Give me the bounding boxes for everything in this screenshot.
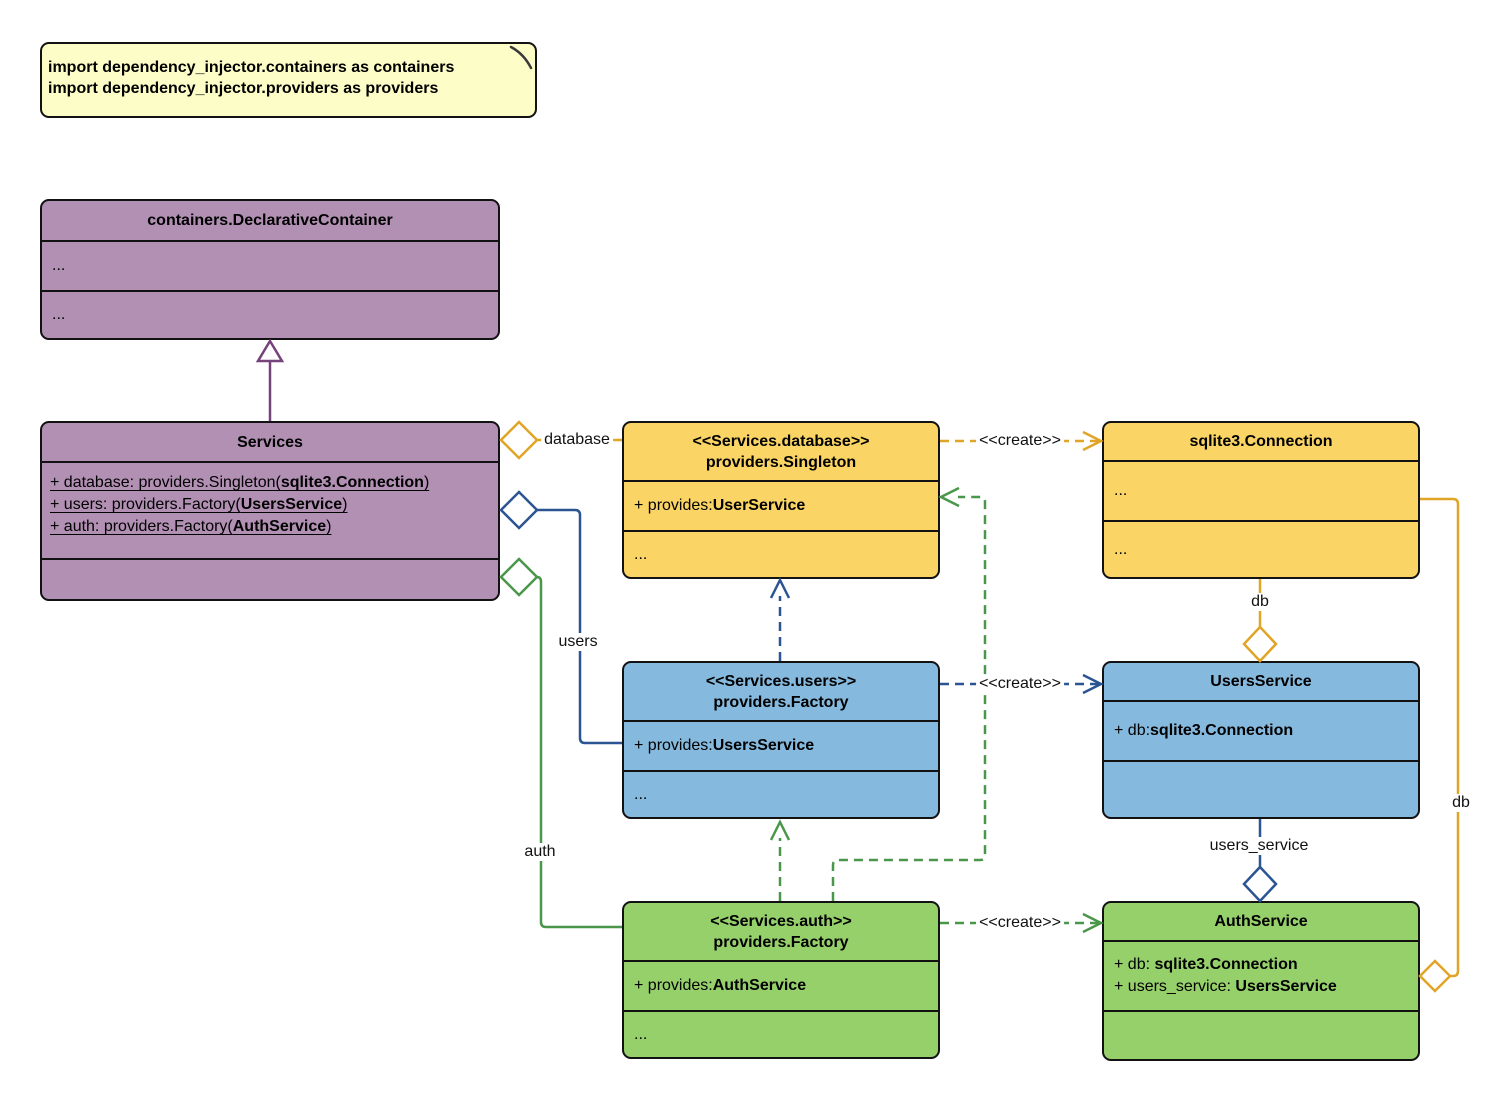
edge-label-database: database: [541, 431, 613, 449]
auth-factory-stereotype: <<Services.auth>>: [710, 912, 852, 930]
auth-factory-more: ...: [624, 1010, 938, 1057]
services-attr-auth: + auth: providers.Factory(AuthService): [50, 518, 332, 535]
auth-service-attributes: + db: sqlite3.Connection + users_service…: [1104, 940, 1418, 1010]
aggregation-users: [499, 490, 622, 745]
edge-label-create-users: <<create>>: [976, 675, 1064, 693]
note-line-2: import dependency_injector.providers as …: [48, 80, 439, 97]
database-singleton-more: ...: [624, 530, 938, 577]
aggregation-users-service: [1242, 819, 1278, 903]
edge-label-db-right: db: [1449, 794, 1473, 812]
class-users-factory-title: <<Services.users>> providers.Factory: [624, 663, 938, 720]
services-attr-database: + database: providers.Singleton(sqlite3.…: [50, 474, 430, 491]
class-auth-factory: <<Services.auth>> providers.Factory + pr…: [622, 901, 940, 1059]
class-auth-factory-title: <<Services.auth>> providers.Factory: [624, 903, 938, 960]
class-services: Services + database: providers.Singleton…: [40, 421, 500, 601]
class-users-factory: <<Services.users>> providers.Factory + p…: [622, 661, 940, 819]
edge-label-users-service: users_service: [1206, 837, 1312, 855]
services-attr-users: + users: providers.Factory(UsersService): [50, 496, 348, 513]
note-imports: import dependency_injector.containers as…: [40, 42, 537, 118]
edge-label-db: db: [1248, 593, 1272, 611]
note-line-1: import dependency_injector.containers as…: [48, 59, 455, 76]
class-services-empty-section: [42, 558, 498, 599]
edge-label-users: users: [555, 633, 601, 651]
sqlite3-connection-section-2: ...: [1104, 520, 1418, 577]
edge-label-create-database: <<create>>: [976, 432, 1064, 450]
database-singleton-stereotype: <<Services.database>>: [692, 432, 870, 450]
auth-service-attr-db: + db: sqlite3.Connection: [1114, 956, 1298, 973]
class-services-attributes: + database: providers.Singleton(sqlite3.…: [42, 461, 498, 558]
sqlite3-connection-section-1: ...: [1104, 460, 1418, 520]
class-database-singleton: <<Services.database>> providers.Singleto…: [622, 421, 940, 579]
edge-label-auth: auth: [521, 843, 559, 861]
auth-factory-provides: + provides: AuthService: [624, 960, 938, 1010]
class-users-service-title: UsersService: [1210, 673, 1312, 690]
auth-service-empty-section: [1104, 1010, 1418, 1059]
users-factory-more: ...: [624, 770, 938, 817]
class-users-service: UsersService + db: sqlite3.Connection: [1102, 661, 1420, 819]
users-service-empty-section: [1104, 760, 1418, 817]
inheritance-arrow: [255, 338, 285, 421]
class-database-singleton-title: <<Services.database>> providers.Singleto…: [624, 423, 938, 480]
class-auth-service-title: AuthService: [1214, 913, 1308, 930]
users-factory-name: providers.Factory: [713, 693, 849, 711]
note-fold-icon: [509, 45, 533, 70]
class-services-title: Services: [237, 433, 303, 451]
database-singleton-name: providers.Singleton: [705, 453, 857, 471]
database-singleton-provides: + provides: UserService: [624, 480, 938, 530]
class-sqlite3-connection: sqlite3.Connection ... ...: [1102, 421, 1420, 579]
class-auth-service: AuthService + db: sqlite3.Connection + u…: [1102, 901, 1420, 1061]
users-service-attr: + db: sqlite3.Connection: [1104, 700, 1418, 760]
auth-service-attr-users-service: + users_service: UsersService: [1114, 978, 1337, 995]
class-declarative-container-section-2: ...: [42, 290, 498, 338]
dependency-auth-to-users-factory: [769, 819, 791, 901]
aggregation-db-auth-service: [1418, 497, 1460, 993]
users-factory-stereotype: <<Services.users>>: [705, 672, 857, 690]
edge-label-create-auth: <<create>>: [976, 914, 1064, 932]
class-sqlite3-connection-title: sqlite3.Connection: [1189, 433, 1333, 450]
dependency-users-to-singleton: [769, 577, 791, 661]
aggregation-db-users-service: [1242, 579, 1278, 663]
users-factory-provides: + provides: UsersService: [624, 720, 938, 770]
auth-factory-name: providers.Factory: [713, 933, 849, 951]
class-declarative-container: containers.DeclarativeContainer ... ...: [40, 199, 500, 340]
class-declarative-container-section-1: ...: [42, 240, 498, 290]
aggregation-auth: [499, 557, 622, 929]
class-declarative-container-title: containers.DeclarativeContainer: [147, 212, 393, 229]
